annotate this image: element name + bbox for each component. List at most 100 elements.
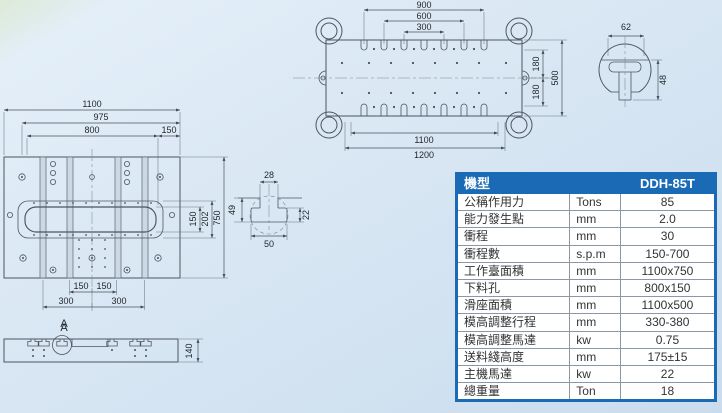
section-dots (32, 349, 147, 357)
t-slot-strips (39, 156, 149, 279)
dim-1100: 1100 (82, 99, 101, 109)
t-slot-notches (360, 40, 488, 116)
t-slot-cutouts (27, 339, 152, 347)
spec-unit: kw (569, 365, 621, 384)
mount-holes (7, 161, 175, 274)
spec-unit: Ton (569, 382, 621, 402)
slide-body (325, 39, 523, 117)
dim-150-right: 150 (96, 281, 111, 291)
bolster-section-drawing: A 140 (3, 322, 203, 363)
spec-unit: mm (569, 296, 621, 315)
spec-value: 30 (619, 227, 717, 246)
dim-180-top: 180 (531, 56, 541, 71)
spec-value: 150-700 (619, 244, 717, 263)
dim-900: 900 (416, 0, 431, 10)
spec-name: 模高調整行程 (455, 313, 571, 332)
spec-unit: mm (569, 261, 621, 281)
dim-300-left: 300 (58, 296, 73, 306)
spec-name: 送料綫高度 (455, 347, 571, 367)
spec-unit: Tons (569, 192, 621, 212)
spec-header-row: 機型 DDH-85T (456, 173, 717, 194)
spec-value: 1100x500 (619, 296, 717, 315)
spec-name: 衝程數 (455, 244, 571, 263)
dim-1100: 1100 (414, 135, 433, 145)
spec-name: 衝程 (455, 227, 571, 246)
tslot-section-detail-drawing: 28 50 22 49 (227, 170, 311, 249)
spec-name: 能力發生點 (455, 210, 571, 229)
dim-150-left: 150 (73, 281, 88, 291)
model-value: DDH-85T (619, 173, 717, 194)
bolster-plan-drawing: 1100 975 800 150 (3, 99, 228, 330)
dim-150-slot: 150 (188, 211, 198, 226)
spec-name: 下料孔 (455, 279, 571, 298)
spec-unit: s.p.m (569, 244, 621, 263)
spec-unit: mm (569, 313, 621, 332)
spec-value: 800x150 (619, 279, 717, 298)
spec-unit: mm (569, 227, 621, 246)
spec-unit: kw (569, 330, 621, 349)
spec-name: 工作臺面積 (455, 261, 571, 281)
section-label-a: A (60, 318, 68, 330)
spec-value: 18 (619, 382, 717, 402)
dim-48: 48 (658, 75, 668, 85)
dim-180-bottom: 180 (531, 84, 541, 99)
spec-value: 175±15 (619, 347, 717, 367)
spec-unit: mm (569, 347, 621, 367)
dim-28: 28 (264, 170, 274, 180)
spec-name: 公稱作用力 (455, 192, 571, 212)
bolster-section-body (3, 338, 179, 363)
spec-value: 22 (619, 365, 717, 384)
dim-600: 600 (416, 11, 431, 21)
dim-300: 300 (416, 22, 431, 32)
spec-value: 2.0 (619, 210, 717, 229)
spec-value: 1100x750 (619, 261, 717, 281)
small-holes (33, 202, 152, 268)
dim-140: 140 (184, 343, 194, 358)
spec-name: 主機馬達 (455, 365, 571, 384)
spec-name: 總重量 (455, 382, 571, 402)
dim-22: 22 (301, 210, 311, 220)
model-label: 機型 (456, 173, 621, 194)
dim-750: 750 (212, 210, 222, 225)
dim-1200: 1200 (414, 150, 434, 160)
dim-62: 62 (621, 22, 631, 32)
slide-plan-drawing: 900 600 300 (293, 0, 567, 160)
tslot-ring-detail-drawing: 62 48 (598, 22, 668, 107)
detail-scope-circle (249, 195, 289, 235)
dim-500: 500 (550, 70, 560, 85)
spec-unit: mm (569, 210, 621, 229)
spec-value: 0.75 (619, 330, 717, 349)
scrap-hole (24, 206, 157, 233)
spec-value: 330-380 (619, 313, 717, 332)
dim-150-top: 150 (161, 125, 176, 135)
dim-50: 50 (264, 239, 274, 249)
center-recess (71, 339, 109, 347)
dim-800: 800 (84, 125, 99, 135)
bolt-holes (340, 47, 508, 109)
dim-202: 202 (200, 211, 210, 226)
dim-975: 975 (93, 112, 108, 122)
spec-unit: mm (569, 279, 621, 298)
guide-post-circles (315, 17, 533, 139)
spec-value: 85 (619, 192, 717, 212)
slot-recess (17, 200, 164, 239)
dim-300-right: 300 (111, 296, 126, 306)
dim-49: 49 (227, 205, 237, 215)
side-ears (318, 70, 530, 86)
spec-name: 模高調整馬達 (455, 330, 571, 349)
section-label-a: A (60, 322, 68, 334)
